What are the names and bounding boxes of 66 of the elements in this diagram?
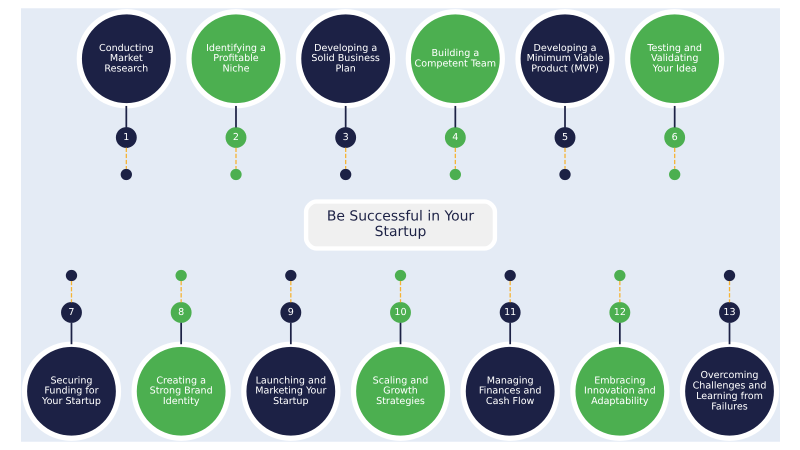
node-circle: 7 — [60, 302, 82, 323]
connector — [70, 322, 72, 344]
node-circle: 10 — [390, 302, 410, 323]
connector — [454, 148, 456, 169]
node-circle — [394, 270, 406, 282]
node-circle — [449, 168, 460, 180]
connector — [728, 322, 730, 344]
connector — [289, 322, 292, 344]
connector — [673, 106, 676, 128]
node-circle: 3 — [334, 127, 356, 148]
node-circle: Developing a Solid Business Plan — [296, 9, 395, 108]
connector — [399, 280, 401, 302]
node-circle: 1 — [115, 127, 136, 148]
node-circle — [120, 168, 132, 180]
node-circle: 2 — [225, 127, 246, 148]
connector — [344, 148, 346, 169]
node-circle — [284, 270, 296, 282]
node-circle: Developing a Minimum Viable Product (MVP) — [514, 9, 614, 108]
node-circle: 8 — [170, 302, 192, 323]
node-circle — [340, 168, 351, 180]
connector — [70, 280, 72, 302]
node-circle: Securing Funding for Your Startup — [21, 342, 121, 441]
connector — [618, 280, 620, 302]
node-circle: Identifying a Profitable Niche — [186, 9, 286, 108]
connector — [618, 322, 620, 344]
connector — [125, 148, 126, 169]
node-circle: 12 — [608, 302, 630, 323]
connector — [509, 280, 510, 302]
node-circle: 4 — [444, 127, 466, 148]
node-circle: Launching and Marketing Your Startup — [240, 342, 340, 441]
node-circle — [230, 168, 242, 180]
node-circle: 9 — [280, 302, 301, 323]
connector — [180, 322, 182, 344]
node-circle: Overcoming Challenges and Learning from Failures — [679, 342, 779, 441]
node-circle: 11 — [499, 302, 520, 323]
connector — [564, 148, 566, 169]
connector — [728, 280, 730, 302]
node-circle — [614, 270, 625, 282]
connector — [124, 106, 127, 128]
node-circle: Conducting Market Research — [76, 9, 176, 108]
node-circle: 6 — [664, 127, 685, 148]
node-circle: Managing Finances and Cash Flow — [460, 342, 560, 441]
node-circle — [175, 270, 186, 282]
connector — [564, 106, 566, 128]
connector — [290, 280, 291, 302]
connector — [180, 280, 182, 302]
node-circle — [65, 270, 77, 282]
node-box: Be Successful in Your Startup — [303, 199, 497, 251]
connector — [399, 322, 401, 344]
node-circle: Scaling and Growth Strategies — [350, 342, 450, 441]
node-circle — [668, 168, 680, 180]
node-circle: Building a Competent Team — [405, 9, 504, 108]
node-circle — [723, 270, 735, 282]
node-circle: Embracing Innovation and Adaptability — [570, 342, 669, 441]
node-circle: 13 — [718, 302, 740, 323]
connector — [508, 322, 511, 344]
connector — [234, 148, 236, 169]
connector — [234, 106, 236, 128]
node-circle: Testing and Validating Your Idea — [624, 9, 724, 108]
node-circle — [504, 270, 516, 282]
node-circle: 5 — [554, 127, 575, 148]
connector — [674, 148, 675, 169]
node-circle — [558, 168, 570, 180]
node-circle: Creating a Strong Brand Identity — [131, 342, 230, 441]
connector — [344, 106, 346, 128]
connector — [454, 106, 456, 128]
